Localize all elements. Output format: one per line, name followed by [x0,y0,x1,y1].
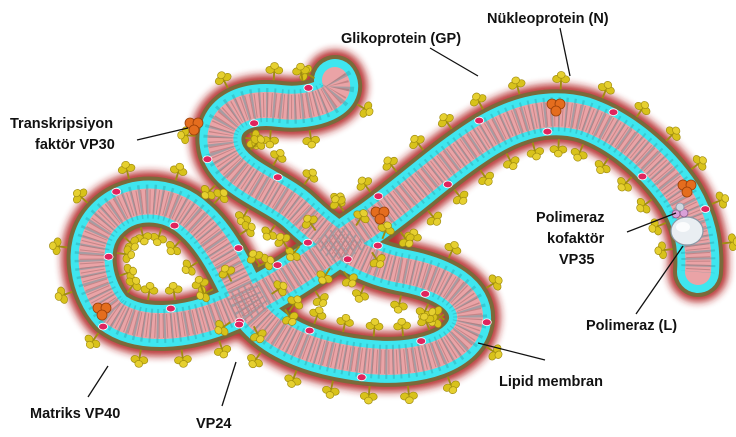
vp24-dot [343,256,352,263]
vp24-dot [104,253,113,260]
vp24-dot [303,239,312,246]
leader-matrix [88,366,108,397]
vp24-dot [235,321,244,328]
leader-nucleoprotein [560,28,570,76]
vp24-dot [701,206,710,213]
vp24-dot [112,188,121,195]
vp24-dot [443,181,452,188]
label-matrix-vp40: Matriks VP40 [30,406,120,422]
label-vp35-line2: kofaktör [547,231,605,247]
leader-vp24 [222,362,236,406]
vp24-dot [417,338,426,345]
label-vp35-line1: Polimeraz [536,210,605,226]
vp24-dot [638,173,647,180]
vp24-dot [166,305,175,312]
vp24-dot [273,174,282,181]
vp24-dot [357,374,366,381]
label-nucleoprotein: Nükleoprotein (N) [487,11,609,27]
vp24-dot [250,120,259,127]
vp24-dot [482,319,491,326]
label-polymerase: Polimeraz (L) [586,318,677,334]
leader-glycoprotein [430,48,478,76]
vp24-dot [203,156,212,163]
vp24-dot [421,291,430,298]
label-vp30-line1: Transkripsiyon [10,116,113,132]
label-vp35-line3: VP35 [559,252,594,268]
vp24-dot [305,327,314,334]
vp24-dot [99,323,108,330]
label-vp30-line2: faktör VP30 [35,137,115,153]
vp24-dot [374,193,383,200]
vp24-dot [234,245,243,252]
vp24-dot [543,128,552,135]
vp24-dot [273,262,282,269]
label-glycoprotein: Glikoprotein (GP) [341,31,461,47]
label-vp24: VP24 [196,416,231,432]
vp24-dot [475,117,484,124]
vp24-dot [304,85,313,92]
vp24-dot [609,109,618,116]
vp24-dot [170,222,179,229]
vp24-dot [373,242,382,249]
label-lipid-membrane: Lipid membran [499,374,603,390]
